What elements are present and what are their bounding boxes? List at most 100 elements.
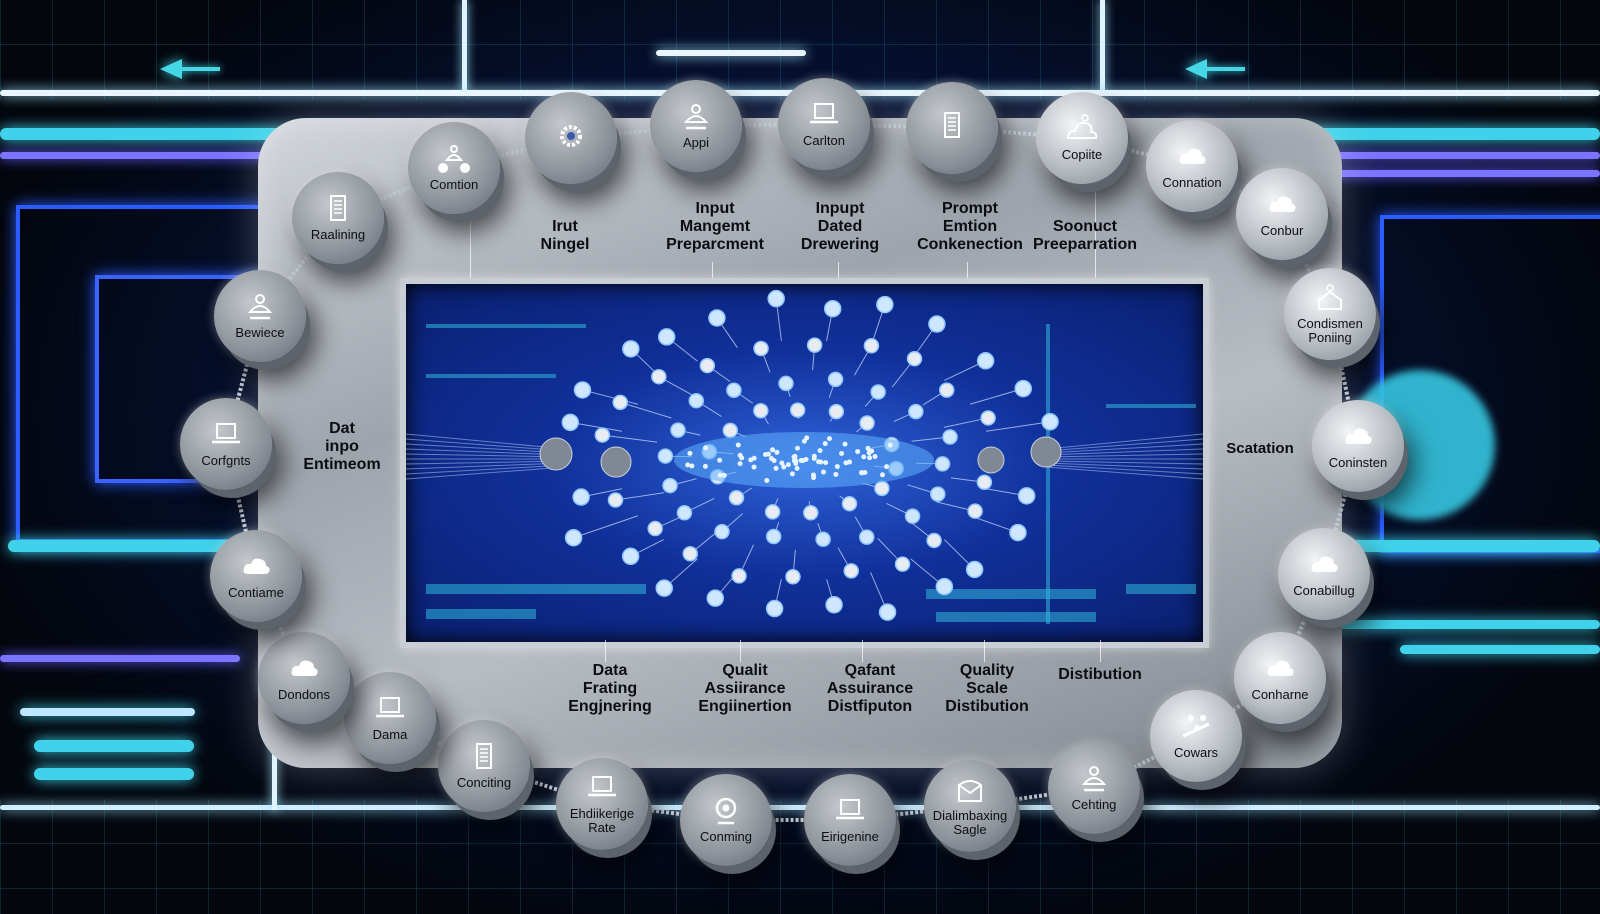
network-node — [722, 422, 739, 439]
pipeline-node-label: Cowars — [1173, 745, 1219, 760]
pipeline-node[interactable]: Bewiece — [214, 270, 306, 362]
pipeline-node[interactable]: Conabillug — [1278, 528, 1370, 620]
pipeline-node[interactable]: Carlton — [778, 78, 870, 170]
stage-label: Distibution — [1030, 666, 1170, 684]
network-node — [876, 295, 894, 314]
network-node — [621, 547, 640, 566]
pipeline-node[interactable]: Conbur — [1236, 168, 1328, 260]
network-core-particle — [685, 462, 691, 468]
document-icon — [467, 742, 501, 772]
network-core-particle — [833, 471, 839, 477]
network-core-particle — [803, 456, 809, 462]
network-core-particle — [748, 457, 754, 463]
network-node — [938, 382, 955, 398]
pipeline-node[interactable]: Comtion — [408, 122, 500, 214]
network-core-particle — [702, 463, 708, 469]
pipeline-node-label: Dialimbaxing Sagle — [932, 808, 1008, 837]
screen-line — [1106, 404, 1196, 408]
network-core-particle — [792, 453, 798, 459]
pipeline-node[interactable]: Connation — [1146, 120, 1238, 212]
arrow-left-icon — [1185, 64, 1275, 74]
network-node — [934, 456, 951, 472]
network-node — [785, 568, 801, 585]
background-bar — [0, 655, 240, 662]
pipeline-node[interactable] — [906, 82, 998, 174]
pipeline-node[interactable]: Conharne — [1234, 632, 1326, 724]
screen-line — [426, 609, 536, 619]
pipeline-node[interactable]: Corfgnts — [180, 398, 272, 490]
network-node — [607, 492, 624, 508]
pipeline-node-label: Conharne — [1251, 687, 1309, 702]
network-node — [612, 394, 628, 411]
network-core-particle — [768, 455, 774, 461]
background-bar — [1260, 152, 1600, 159]
network-core-particle — [798, 457, 804, 463]
stage-label-line: Soonuct — [1053, 218, 1117, 235]
network-node — [765, 528, 782, 545]
network-node — [676, 505, 693, 521]
background-bar — [20, 708, 195, 716]
pipeline-node[interactable]: Dondons — [258, 632, 350, 724]
pipeline-node[interactable]: Condismen Poniing — [1284, 268, 1376, 360]
pipeline-node[interactable]: Conciting — [438, 720, 530, 812]
network-core-particle — [839, 450, 845, 456]
stage-label-line: Data — [592, 662, 628, 679]
pipeline-node[interactable]: Dialimbaxing Sagle — [924, 760, 1016, 852]
pipeline-node[interactable]: Cehting — [1048, 742, 1140, 834]
network-node — [976, 474, 993, 491]
laptop-icon — [807, 100, 841, 130]
pipeline-node[interactable]: Conming — [680, 774, 772, 866]
network-node — [870, 384, 886, 400]
pipeline-node[interactable]: Ehdiikerige Rate — [556, 758, 648, 850]
network-node — [767, 289, 785, 308]
user-icon — [1077, 764, 1111, 794]
pipeline-node[interactable]: Eirigenine — [804, 774, 896, 866]
network-core-particle — [764, 477, 770, 483]
pipeline-node[interactable]: Contiame — [210, 530, 302, 622]
connector-line — [470, 218, 471, 278]
cloud-icon — [1263, 654, 1297, 684]
neural-network-display — [400, 278, 1209, 648]
pipeline-node[interactable] — [525, 92, 617, 184]
pipeline-node[interactable]: Coninsten — [1312, 400, 1404, 492]
pipeline-node-label: Condismen Poniing — [1297, 316, 1363, 345]
network-edge — [985, 421, 1051, 432]
network-core-particle — [816, 459, 822, 465]
network-icon — [1179, 712, 1213, 742]
network-node — [858, 529, 875, 545]
network-node — [823, 299, 842, 318]
pipeline-node[interactable]: Raalining — [292, 172, 384, 264]
pipeline-node-label: Raalining — [310, 227, 366, 242]
network-node — [573, 381, 592, 399]
laptop-icon — [833, 796, 867, 826]
pipeline-node-label: Cehting — [1071, 797, 1117, 812]
network-core-particle — [766, 451, 772, 457]
pipeline-node[interactable]: Cowars — [1150, 690, 1242, 782]
document-icon — [321, 194, 355, 224]
network-node — [841, 495, 858, 512]
network-core-particle — [785, 462, 791, 468]
network-core-particle — [859, 470, 865, 476]
network-node — [731, 568, 747, 584]
network-node — [622, 340, 640, 358]
network-core-particle — [811, 456, 817, 462]
pipeline-node[interactable]: Appi — [650, 80, 742, 172]
cloud-icon — [1265, 190, 1299, 220]
network-core-particle — [735, 442, 741, 448]
laptop-icon — [373, 694, 407, 724]
pipeline-node[interactable]: Copiite — [1036, 92, 1128, 184]
pipeline-node-label: Ehdiikerige Rate — [569, 806, 635, 835]
network-core-particle — [861, 454, 867, 460]
stage-label-line: Irut — [552, 218, 578, 235]
connector-line — [838, 262, 839, 278]
stage-label-line: Prompt — [942, 200, 998, 217]
pipeline-node[interactable]: Dama — [344, 672, 436, 764]
network-core-particle — [842, 441, 848, 447]
network-node — [572, 488, 590, 506]
pipeline-node-label: Conbur — [1260, 223, 1304, 238]
network-hub — [1030, 436, 1062, 468]
network-node — [863, 338, 880, 354]
network-node — [1017, 487, 1036, 505]
